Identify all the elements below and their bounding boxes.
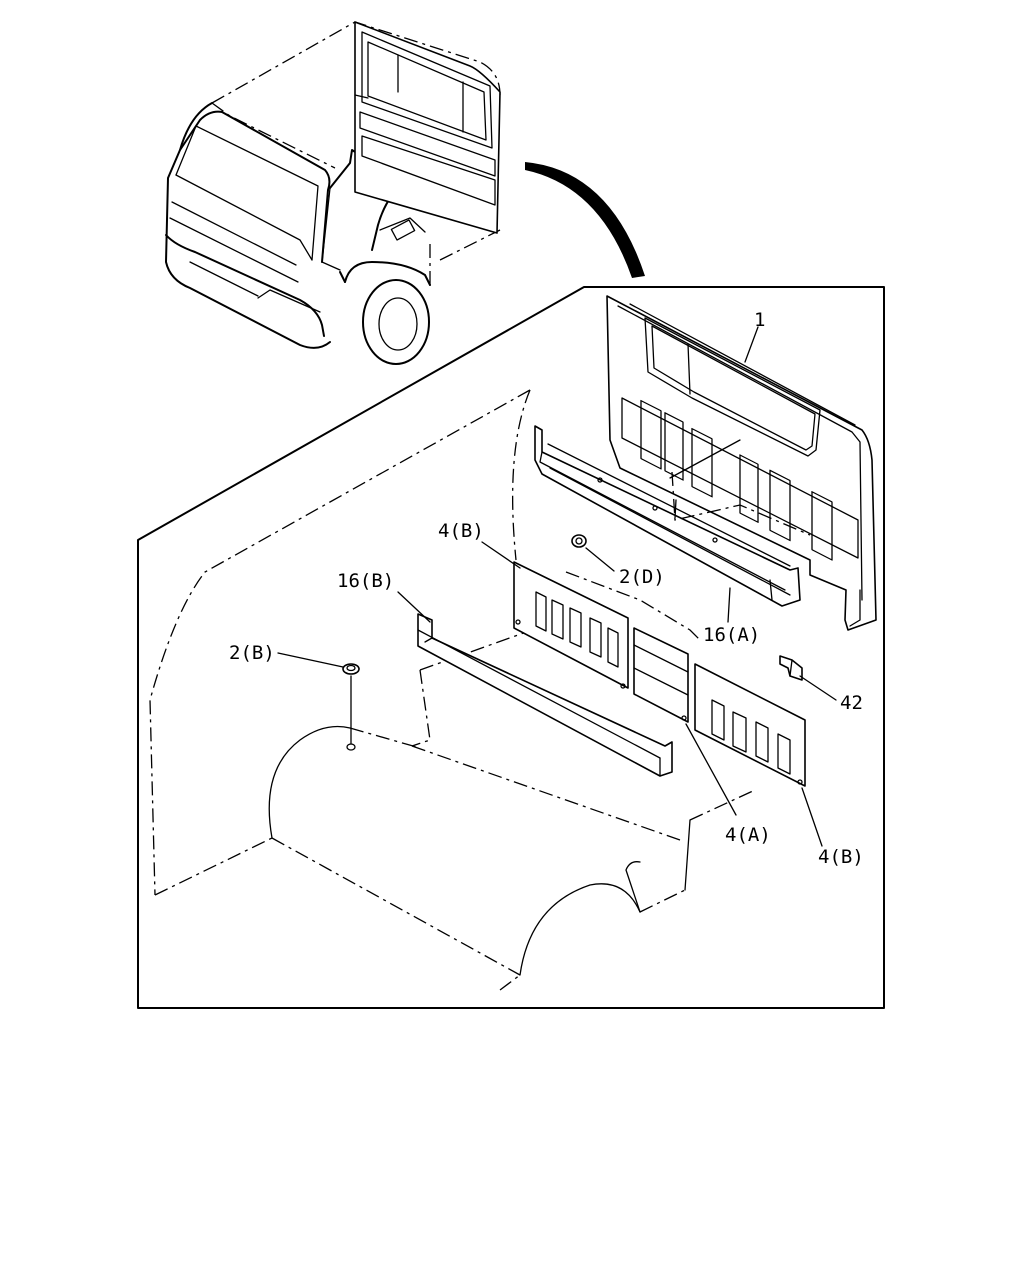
rear-panel-part-1 xyxy=(606,295,877,631)
rail-16b xyxy=(417,613,673,777)
truck-overview-illustration xyxy=(165,21,501,365)
callout-16a: 16(A) xyxy=(703,624,760,646)
callout-4b-top: 4(B) xyxy=(438,520,484,542)
leader-lines xyxy=(277,326,837,847)
side-panel-4b-left xyxy=(513,561,629,689)
cab-body-outline xyxy=(149,389,756,991)
callout-2b: 2(B) xyxy=(229,642,275,664)
cross-rail-16a xyxy=(534,425,801,607)
callout-16b: 16(B) xyxy=(337,570,394,592)
zoom-pointer-arrow xyxy=(525,162,645,278)
clip-part-42 xyxy=(779,655,803,681)
nut-2d xyxy=(571,534,587,548)
fastener-2b xyxy=(342,663,360,751)
side-panel-4b-right xyxy=(694,663,806,787)
rear-panel-recesses xyxy=(640,399,833,561)
callout-4a: 4(A) xyxy=(725,824,771,846)
callout-42: 42 xyxy=(840,692,863,714)
callout-4b-bottom: 4(B) xyxy=(818,846,864,868)
callout-1: 1 xyxy=(754,309,765,331)
callout-2d: 2(D) xyxy=(619,566,665,588)
detail-frame xyxy=(137,286,885,1009)
center-panel-4a xyxy=(633,627,689,723)
